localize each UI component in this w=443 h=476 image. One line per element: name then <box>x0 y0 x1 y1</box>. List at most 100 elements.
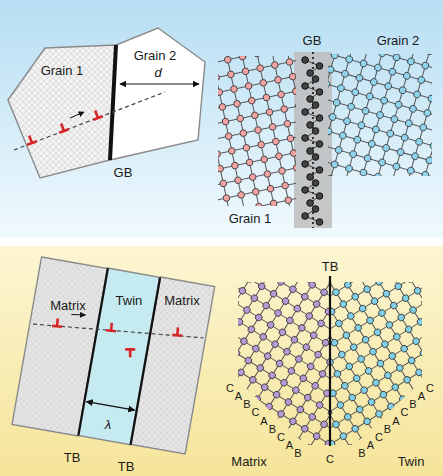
atom <box>441 252 443 261</box>
atom <box>278 255 287 264</box>
atom <box>202 451 211 460</box>
atom <box>432 424 441 433</box>
region-label: Matrix <box>164 293 199 306</box>
atom <box>225 360 234 369</box>
region-shape <box>131 277 215 454</box>
atom <box>281 165 290 174</box>
atom <box>204 268 213 277</box>
atom <box>273 176 282 185</box>
atom <box>426 222 435 231</box>
atom <box>337 233 346 242</box>
atom <box>423 329 432 338</box>
atom <box>352 242 361 251</box>
atom <box>380 96 388 104</box>
atom <box>228 329 237 338</box>
lattice-bond <box>254 380 443 476</box>
lattice-bond <box>195 261 443 439</box>
atom <box>395 231 404 240</box>
atom <box>220 341 229 350</box>
atom <box>254 313 263 322</box>
atom <box>190 458 199 467</box>
atom <box>211 435 220 444</box>
atom <box>216 393 225 402</box>
atom <box>423 109 431 117</box>
atom <box>318 369 327 378</box>
atom <box>397 181 406 190</box>
atom <box>220 242 229 251</box>
atom <box>189 470 198 476</box>
atom <box>266 452 275 461</box>
atom <box>349 211 358 220</box>
boundary-atom <box>302 57 309 64</box>
atom <box>421 62 429 70</box>
atom <box>317 396 326 405</box>
atom <box>358 436 367 445</box>
atom <box>153 267 162 276</box>
atom <box>374 64 382 72</box>
atom <box>284 196 292 204</box>
atom <box>360 386 369 395</box>
atom <box>318 237 327 246</box>
atom <box>345 55 353 63</box>
atom <box>198 377 207 386</box>
stacking-letter: C <box>401 407 409 418</box>
atom-lattice <box>209 0 443 286</box>
atom <box>385 320 394 329</box>
atom <box>277 91 285 99</box>
atom <box>262 301 271 310</box>
atom <box>247 193 256 202</box>
atom <box>377 308 386 317</box>
part-label: Twin <box>398 455 425 468</box>
atom <box>395 363 404 372</box>
atom <box>241 387 250 396</box>
stacking-letter: B <box>243 399 250 410</box>
lattice-bond <box>360 145 443 430</box>
atom <box>346 403 355 412</box>
atom <box>245 274 254 283</box>
lattice-bond <box>277 197 443 476</box>
atom <box>348 454 357 463</box>
atom <box>288 417 297 426</box>
atom <box>363 430 372 439</box>
atom <box>216 322 225 331</box>
boundary-atom <box>316 193 323 200</box>
atom <box>336 446 345 455</box>
motion-arrow <box>71 313 85 317</box>
atom <box>250 289 259 298</box>
atom <box>385 452 394 461</box>
atom <box>343 170 352 179</box>
atom <box>376 359 385 368</box>
atom <box>184 451 193 460</box>
atom <box>287 135 295 143</box>
atom <box>374 277 383 286</box>
atom <box>238 297 247 306</box>
atom <box>398 395 407 404</box>
lattice-bond <box>265 234 443 476</box>
atom <box>389 169 398 178</box>
atom <box>379 258 388 267</box>
atom <box>266 262 275 271</box>
lattice-bond <box>400 54 432 176</box>
atom <box>360 197 369 206</box>
atom <box>383 239 392 248</box>
atom <box>233 267 242 276</box>
atom <box>340 381 349 390</box>
atom <box>373 196 382 205</box>
atom <box>290 335 299 344</box>
atom <box>388 68 396 76</box>
atom <box>438 362 443 371</box>
atom <box>244 359 253 368</box>
atom <box>263 94 271 102</box>
atom <box>371 337 380 346</box>
atom <box>401 134 409 142</box>
atom <box>320 420 329 429</box>
atom <box>256 363 265 372</box>
atom <box>177 463 186 472</box>
atom <box>300 423 309 432</box>
lattice-bond <box>254 166 443 344</box>
atom <box>323 194 332 203</box>
atom <box>331 160 339 168</box>
atom <box>263 352 272 361</box>
atom <box>379 126 388 135</box>
